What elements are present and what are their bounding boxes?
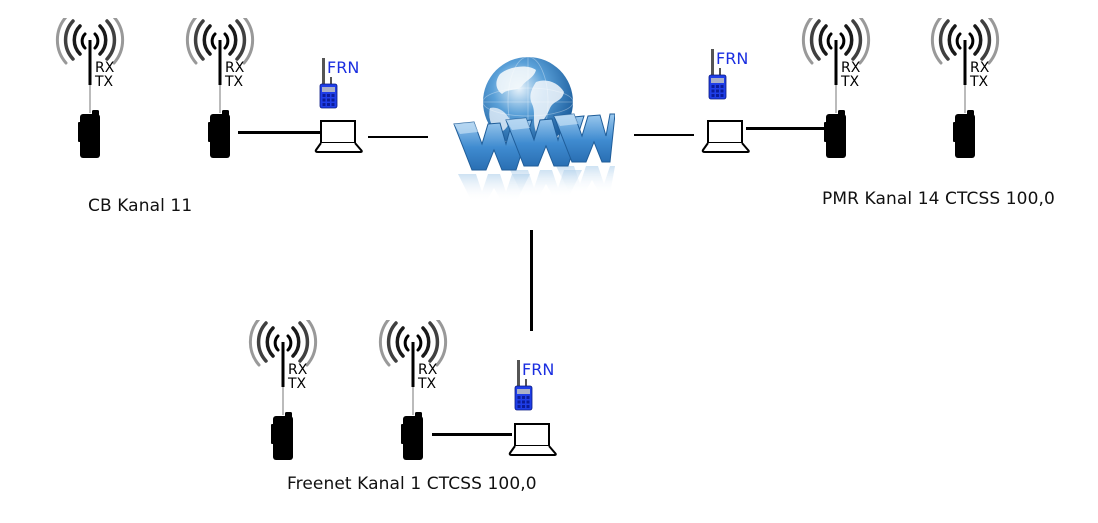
cb-radio-to-laptop-link [238, 131, 320, 134]
radio-waves-icon [930, 15, 1000, 65]
antenna-icon [281, 342, 285, 415]
freenet-group-label: Freenet Kanal 1 CTCSS 100,0 [287, 474, 537, 494]
freenet-frn-client: FRN [511, 357, 561, 413]
laptop-icon [508, 423, 557, 456]
pmr-station-1: RX TX [801, 15, 871, 163]
frn-radio-icon [319, 58, 338, 109]
radio-waves-icon [185, 15, 255, 65]
handheld-radio-icon [401, 412, 423, 460]
frn-label: FRN [522, 360, 554, 379]
tx-label: TX [287, 376, 307, 392]
handheld-radio-icon [78, 110, 100, 158]
internet-to-freenet-link [530, 230, 533, 331]
tx-label: TX [840, 74, 860, 90]
laptop-icon [701, 120, 750, 153]
cb-group-label: CB Kanal 11 [88, 196, 193, 216]
frn-label: FRN [327, 58, 359, 77]
freenet-station-1: RX TX [248, 317, 318, 465]
radio-waves-icon [801, 15, 871, 65]
pmr-frn-client: FRN [705, 46, 755, 102]
pmr-station-2: RX TX [930, 15, 1000, 163]
radio-waves-icon [55, 15, 125, 65]
cb-station-2: RX TX [185, 15, 255, 163]
pmr-internet-to-laptop-link [634, 134, 694, 136]
freenet-laptop-gateway [508, 422, 558, 458]
antenna-icon [411, 342, 415, 415]
frn-label: FRN [716, 49, 748, 68]
pmr-laptop-gateway [701, 119, 751, 155]
www-globe-icon [450, 52, 616, 212]
cb-frn-client: FRN [316, 55, 366, 111]
radio-waves-icon [248, 317, 318, 367]
cb-laptop-to-internet-link [368, 136, 428, 138]
rx-label: RX [95, 60, 115, 76]
tx-label: TX [224, 74, 244, 90]
rx-label: RX [225, 60, 245, 76]
rx-label: RX [970, 60, 990, 76]
cb-station-1: RX TX [55, 15, 125, 163]
cb-laptop-gateway [314, 119, 364, 155]
handheld-radio-icon [953, 110, 975, 158]
antenna-icon [218, 40, 222, 113]
pmr-laptop-to-radio-link [746, 127, 830, 130]
rx-label: RX [288, 362, 308, 378]
tx-label: TX [417, 376, 437, 392]
handheld-radio-icon [208, 110, 230, 158]
tx-label: TX [969, 74, 989, 90]
pmr-group-label: PMR Kanal 14 CTCSS 100,0 [822, 189, 1055, 209]
antenna-icon [963, 40, 967, 113]
rx-label: RX [418, 362, 438, 378]
frn-radio-icon [514, 360, 533, 411]
laptop-icon [314, 120, 363, 153]
rx-label: RX [841, 60, 861, 76]
antenna-icon [834, 40, 838, 113]
freenet-station-2: RX TX [378, 317, 448, 465]
antenna-icon [88, 40, 92, 113]
freenet-radio-to-laptop-link [432, 433, 512, 436]
www-letters [453, 113, 616, 171]
handheld-radio-icon [271, 412, 293, 460]
frn-radio-icon [708, 49, 727, 100]
tx-label: TX [94, 74, 114, 90]
www-reflection [458, 166, 615, 202]
handheld-radio-icon [824, 110, 846, 158]
